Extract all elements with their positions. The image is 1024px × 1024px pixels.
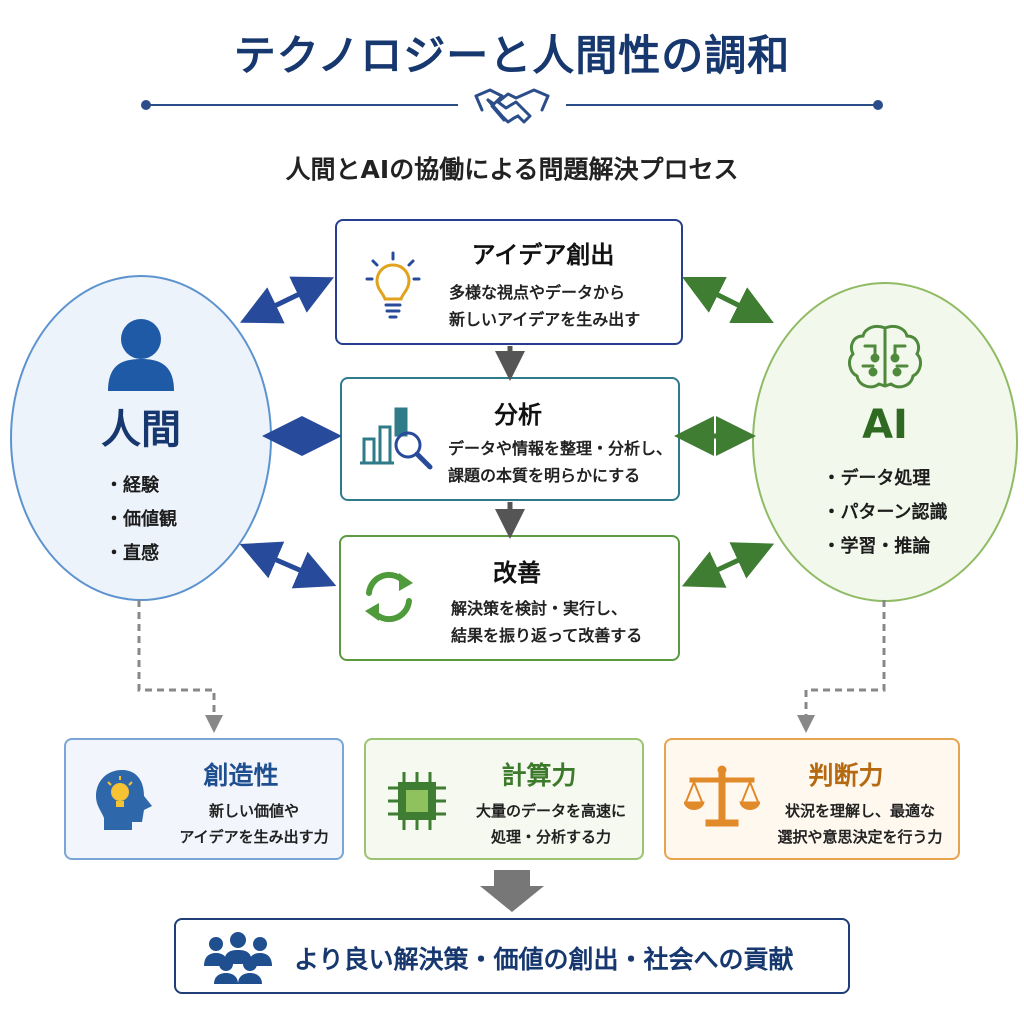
- capability-title-creativity: 創造性: [203, 761, 279, 790]
- process-desc-line: 結果を振り返って改善する: [451, 626, 643, 645]
- process-desc-improve: 解決策を検討・実行し、 結果を振り返って改善する: [451, 595, 679, 649]
- arrow-to-result: [480, 870, 544, 912]
- process-title-improve: 改善: [493, 559, 541, 587]
- process-desc-line: データや情報を整理・分析し、: [448, 439, 673, 458]
- arrow-ai-improve: [681, 542, 775, 588]
- people-group-icon: [204, 932, 272, 984]
- head-bulb-icon: [96, 770, 152, 830]
- capability-box-compute: 計算力 大量のデータを高速に 処理・分析する力: [364, 738, 644, 860]
- page-title: テクノロジーと人間性の調和: [233, 31, 791, 80]
- chart-magnifier-icon: [360, 407, 433, 470]
- ai-traits: データ処理 パターン認識 学習・推論: [822, 462, 947, 564]
- arrow-human-improve: [239, 541, 337, 589]
- human-circle: 人間 経験 価値観 直感: [10, 275, 272, 601]
- human-traits: 経験 価値観 直感: [105, 469, 177, 571]
- process-box-idea: アイデア創出 多様な視点やデータから 新しいアイデアを生み出す: [335, 219, 683, 345]
- human-trait: 経験: [105, 469, 177, 503]
- arrow-human-idea: [239, 276, 335, 324]
- capability-desc-line: 新しい価値や: [208, 802, 299, 820]
- process-desc-line: 新しいアイデアを生み出す: [449, 310, 641, 329]
- process-title-idea: アイデア創出: [471, 241, 615, 269]
- result-box: より良い解決策・価値の創出・社会への貢献: [174, 918, 850, 994]
- process-desc-line: 多様な視点やデータから: [449, 283, 626, 302]
- ai-trait: データ処理: [822, 462, 947, 496]
- ai-trait: 学習・推論: [822, 530, 947, 564]
- capability-desc-line: 選択や意思決定を行う力: [777, 828, 943, 846]
- process-desc-analysis: データや情報を整理・分析し、 課題の本質を明らかにする: [448, 435, 680, 489]
- result-text: より良い解決策・価値の創出・社会への貢献: [294, 945, 794, 974]
- process-title-analysis: 分析: [494, 401, 542, 429]
- title-divider: [141, 88, 883, 124]
- process-box-analysis: 分析 データや情報を整理・分析し、 課題の本質を明らかにする: [340, 377, 680, 501]
- capability-desc-compute: 大量のデータを高速に 処理・分析する力: [460, 798, 642, 850]
- capability-desc-line: 処理・分析する力: [490, 828, 611, 846]
- handshake-icon: [474, 88, 550, 124]
- capability-desc-creativity: 新しい価値や アイデアを生み出す力: [164, 798, 344, 850]
- process-desc-idea: 多様な視点やデータから 新しいアイデアを生み出す: [449, 279, 679, 333]
- human-trait: 直感: [105, 537, 177, 571]
- capability-desc-line: 大量のデータを高速に: [475, 802, 626, 820]
- scales-icon: [684, 765, 760, 827]
- capability-box-creativity: 創造性 新しい価値や アイデアを生み出す力: [64, 738, 344, 860]
- arrow-ai-idea: [682, 277, 774, 323]
- capability-desc-line: アイデアを生み出す力: [179, 828, 329, 846]
- human-label: 人間: [101, 407, 181, 453]
- dashed-ai-judge: [797, 600, 886, 733]
- process-desc-line: 課題の本質を明らかにする: [448, 466, 641, 485]
- person-icon: [108, 319, 174, 391]
- brain-icon: [848, 324, 922, 389]
- lightbulb-icon: [365, 251, 421, 319]
- chip-icon: [388, 772, 446, 830]
- capability-title-compute: 計算力: [501, 761, 577, 790]
- page-subtitle: 人間とAIの協働による問題解決プロセス: [285, 155, 739, 184]
- refresh-icon: [365, 571, 413, 623]
- ai-label: AI: [862, 402, 908, 448]
- ai-trait: パターン認識: [822, 496, 947, 530]
- capability-desc-judgment: 状況を理解し、最適な 選択や意思決定を行う力: [762, 798, 958, 850]
- ai-circle: AI データ処理 パターン認識 学習・推論: [752, 282, 1018, 602]
- human-trait: 価値観: [105, 503, 177, 537]
- process-desc-line: 解決策を検討・実行し、: [451, 599, 628, 618]
- capability-box-judgment: 判断力 状況を理解し、最適な 選択や意思決定を行う力: [664, 738, 960, 860]
- capability-desc-line: 状況を理解し、最適な: [784, 802, 935, 820]
- dashed-human-creative: [137, 600, 223, 733]
- capability-title-judgment: 判断力: [808, 761, 884, 790]
